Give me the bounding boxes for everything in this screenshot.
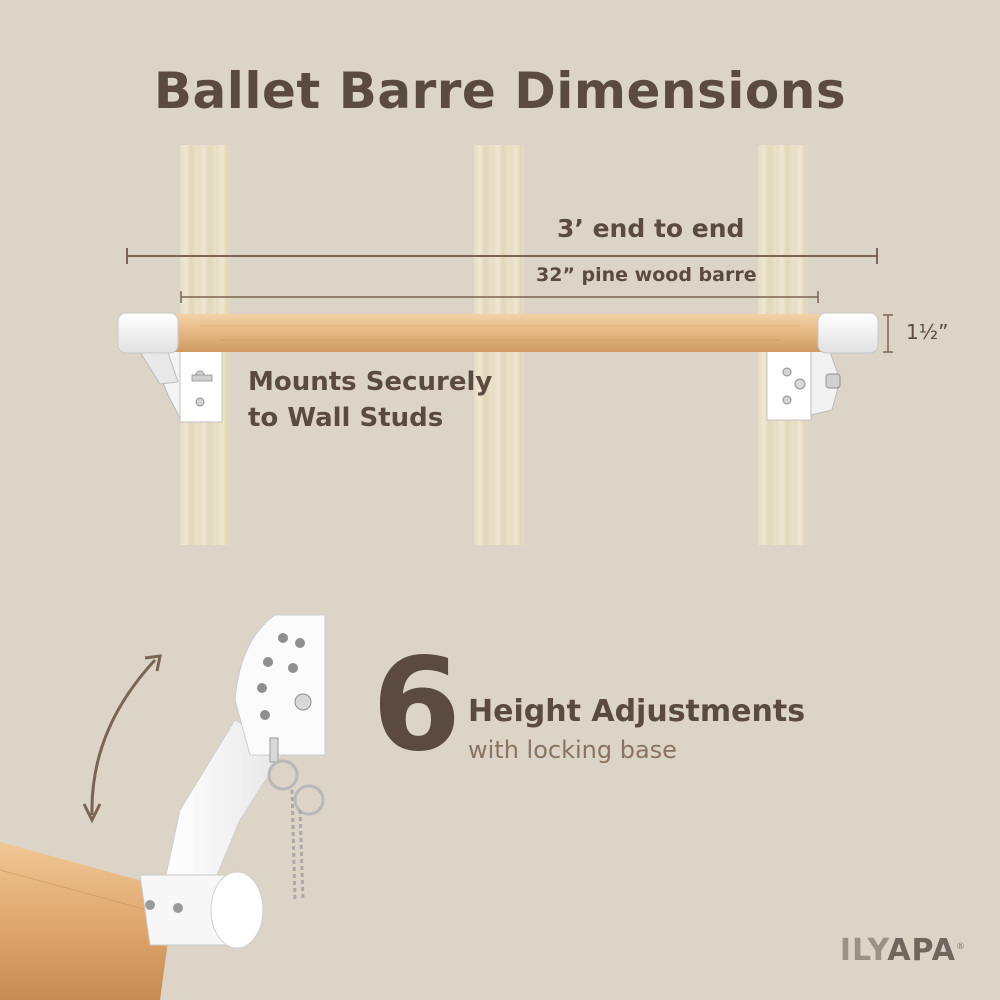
page-title: Ballet Barre Dimensions bbox=[153, 62, 847, 120]
right-wall-bracket bbox=[766, 349, 841, 421]
adjustment-count: 6 bbox=[372, 631, 462, 780]
closeup-end-cap bbox=[139, 871, 264, 949]
mounts-caption: Mounts Securely to Wall Studs bbox=[248, 364, 492, 436]
left-wall-bracket bbox=[134, 343, 223, 423]
right-end-cap bbox=[817, 312, 879, 354]
brand-logo-part1: ILY bbox=[839, 933, 888, 968]
diameter-label: 1½” bbox=[906, 320, 949, 344]
barre-illustration bbox=[117, 248, 893, 423]
adjustment-arrow-icon bbox=[82, 654, 162, 824]
mounts-caption-line1: Mounts Securely bbox=[248, 367, 493, 397]
locking-pin bbox=[267, 737, 325, 901]
left-end-cap bbox=[117, 312, 179, 354]
mounting-plate bbox=[234, 614, 326, 756]
wood-barre bbox=[168, 314, 828, 352]
brand-logo: ILYAPA® bbox=[840, 933, 966, 968]
barre-segment bbox=[0, 842, 175, 1000]
adjustment-subline: with locking base bbox=[468, 736, 677, 764]
registered-mark: ® bbox=[956, 942, 966, 952]
overall-length-label: 3’ end to end bbox=[557, 214, 745, 243]
mounts-caption-line2: to Wall Studs bbox=[248, 403, 444, 433]
overall-dimension-line bbox=[126, 248, 878, 264]
brand-logo-part2: APA bbox=[887, 933, 956, 968]
barre-length-label: 32” pine wood barre bbox=[536, 264, 757, 286]
diameter-bracket bbox=[883, 314, 893, 353]
adjustment-headline: Height Adjustments bbox=[468, 694, 806, 729]
bracket-closeup-illustration bbox=[0, 614, 326, 1000]
barre-dimension-line bbox=[180, 291, 819, 303]
